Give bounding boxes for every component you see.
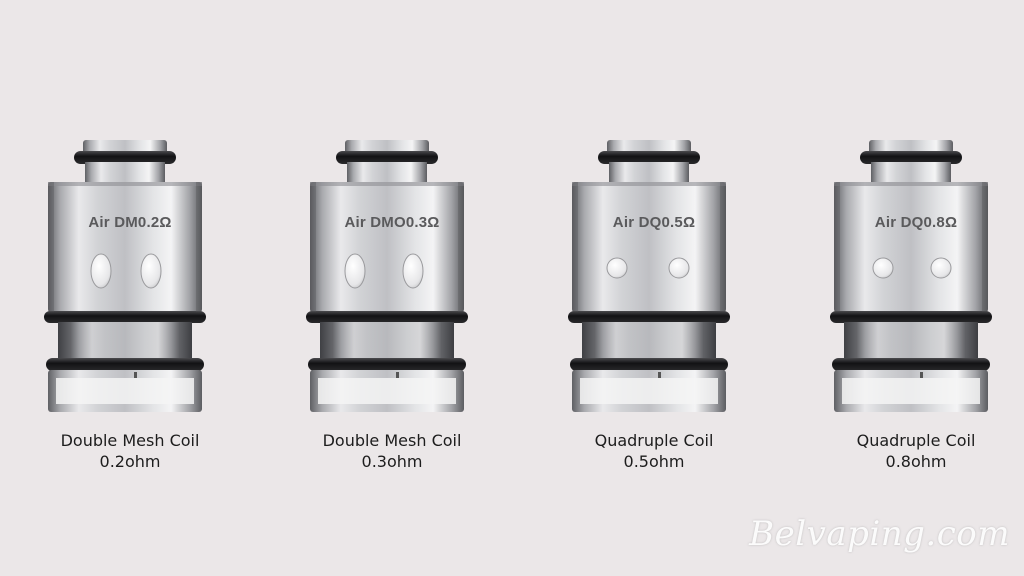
coil-name: Double Mesh Coil xyxy=(60,431,200,450)
coil-illustration xyxy=(830,140,992,412)
coil-engraving-label: Air DQ0.8Ω xyxy=(874,214,958,231)
coil-product-4: Air DQ0.8Ω xyxy=(826,140,1006,420)
coil-illustration xyxy=(568,140,730,412)
coil-engraving-label: Air DQ0.5Ω xyxy=(612,214,696,231)
coil-illustration xyxy=(306,140,468,412)
coil-name: Double Mesh Coil xyxy=(322,431,462,450)
coil-caption-1: Double Mesh Coil 0.2ohm xyxy=(20,430,240,472)
coil-product-1: Air DM0.2Ω xyxy=(40,140,220,420)
coil-caption-2: Double Mesh Coil 0.3ohm xyxy=(282,430,502,472)
coil-engraving-label: Air DM0.2Ω xyxy=(88,214,172,231)
coil-illustration xyxy=(44,140,206,412)
coil-resistance: 0.2ohm xyxy=(99,452,161,471)
coil-resistance: 0.5ohm xyxy=(623,452,685,471)
coil-product-2: Air DMO0.3Ω xyxy=(302,140,482,420)
coil-name: Quadruple Coil xyxy=(856,431,976,450)
coil-name: Quadruple Coil xyxy=(594,431,714,450)
coil-resistance: 0.8ohm xyxy=(885,452,947,471)
coil-product-3: Air DQ0.5Ω xyxy=(564,140,744,420)
coil-resistance: 0.3ohm xyxy=(361,452,423,471)
coil-engraving-label: Air DMO0.3Ω xyxy=(344,214,440,231)
watermark-logo: Belvaping.com xyxy=(749,514,1010,554)
coil-caption-4: Quadruple Coil 0.8ohm xyxy=(806,430,1024,472)
coil-caption-3: Quadruple Coil 0.5ohm xyxy=(544,430,764,472)
